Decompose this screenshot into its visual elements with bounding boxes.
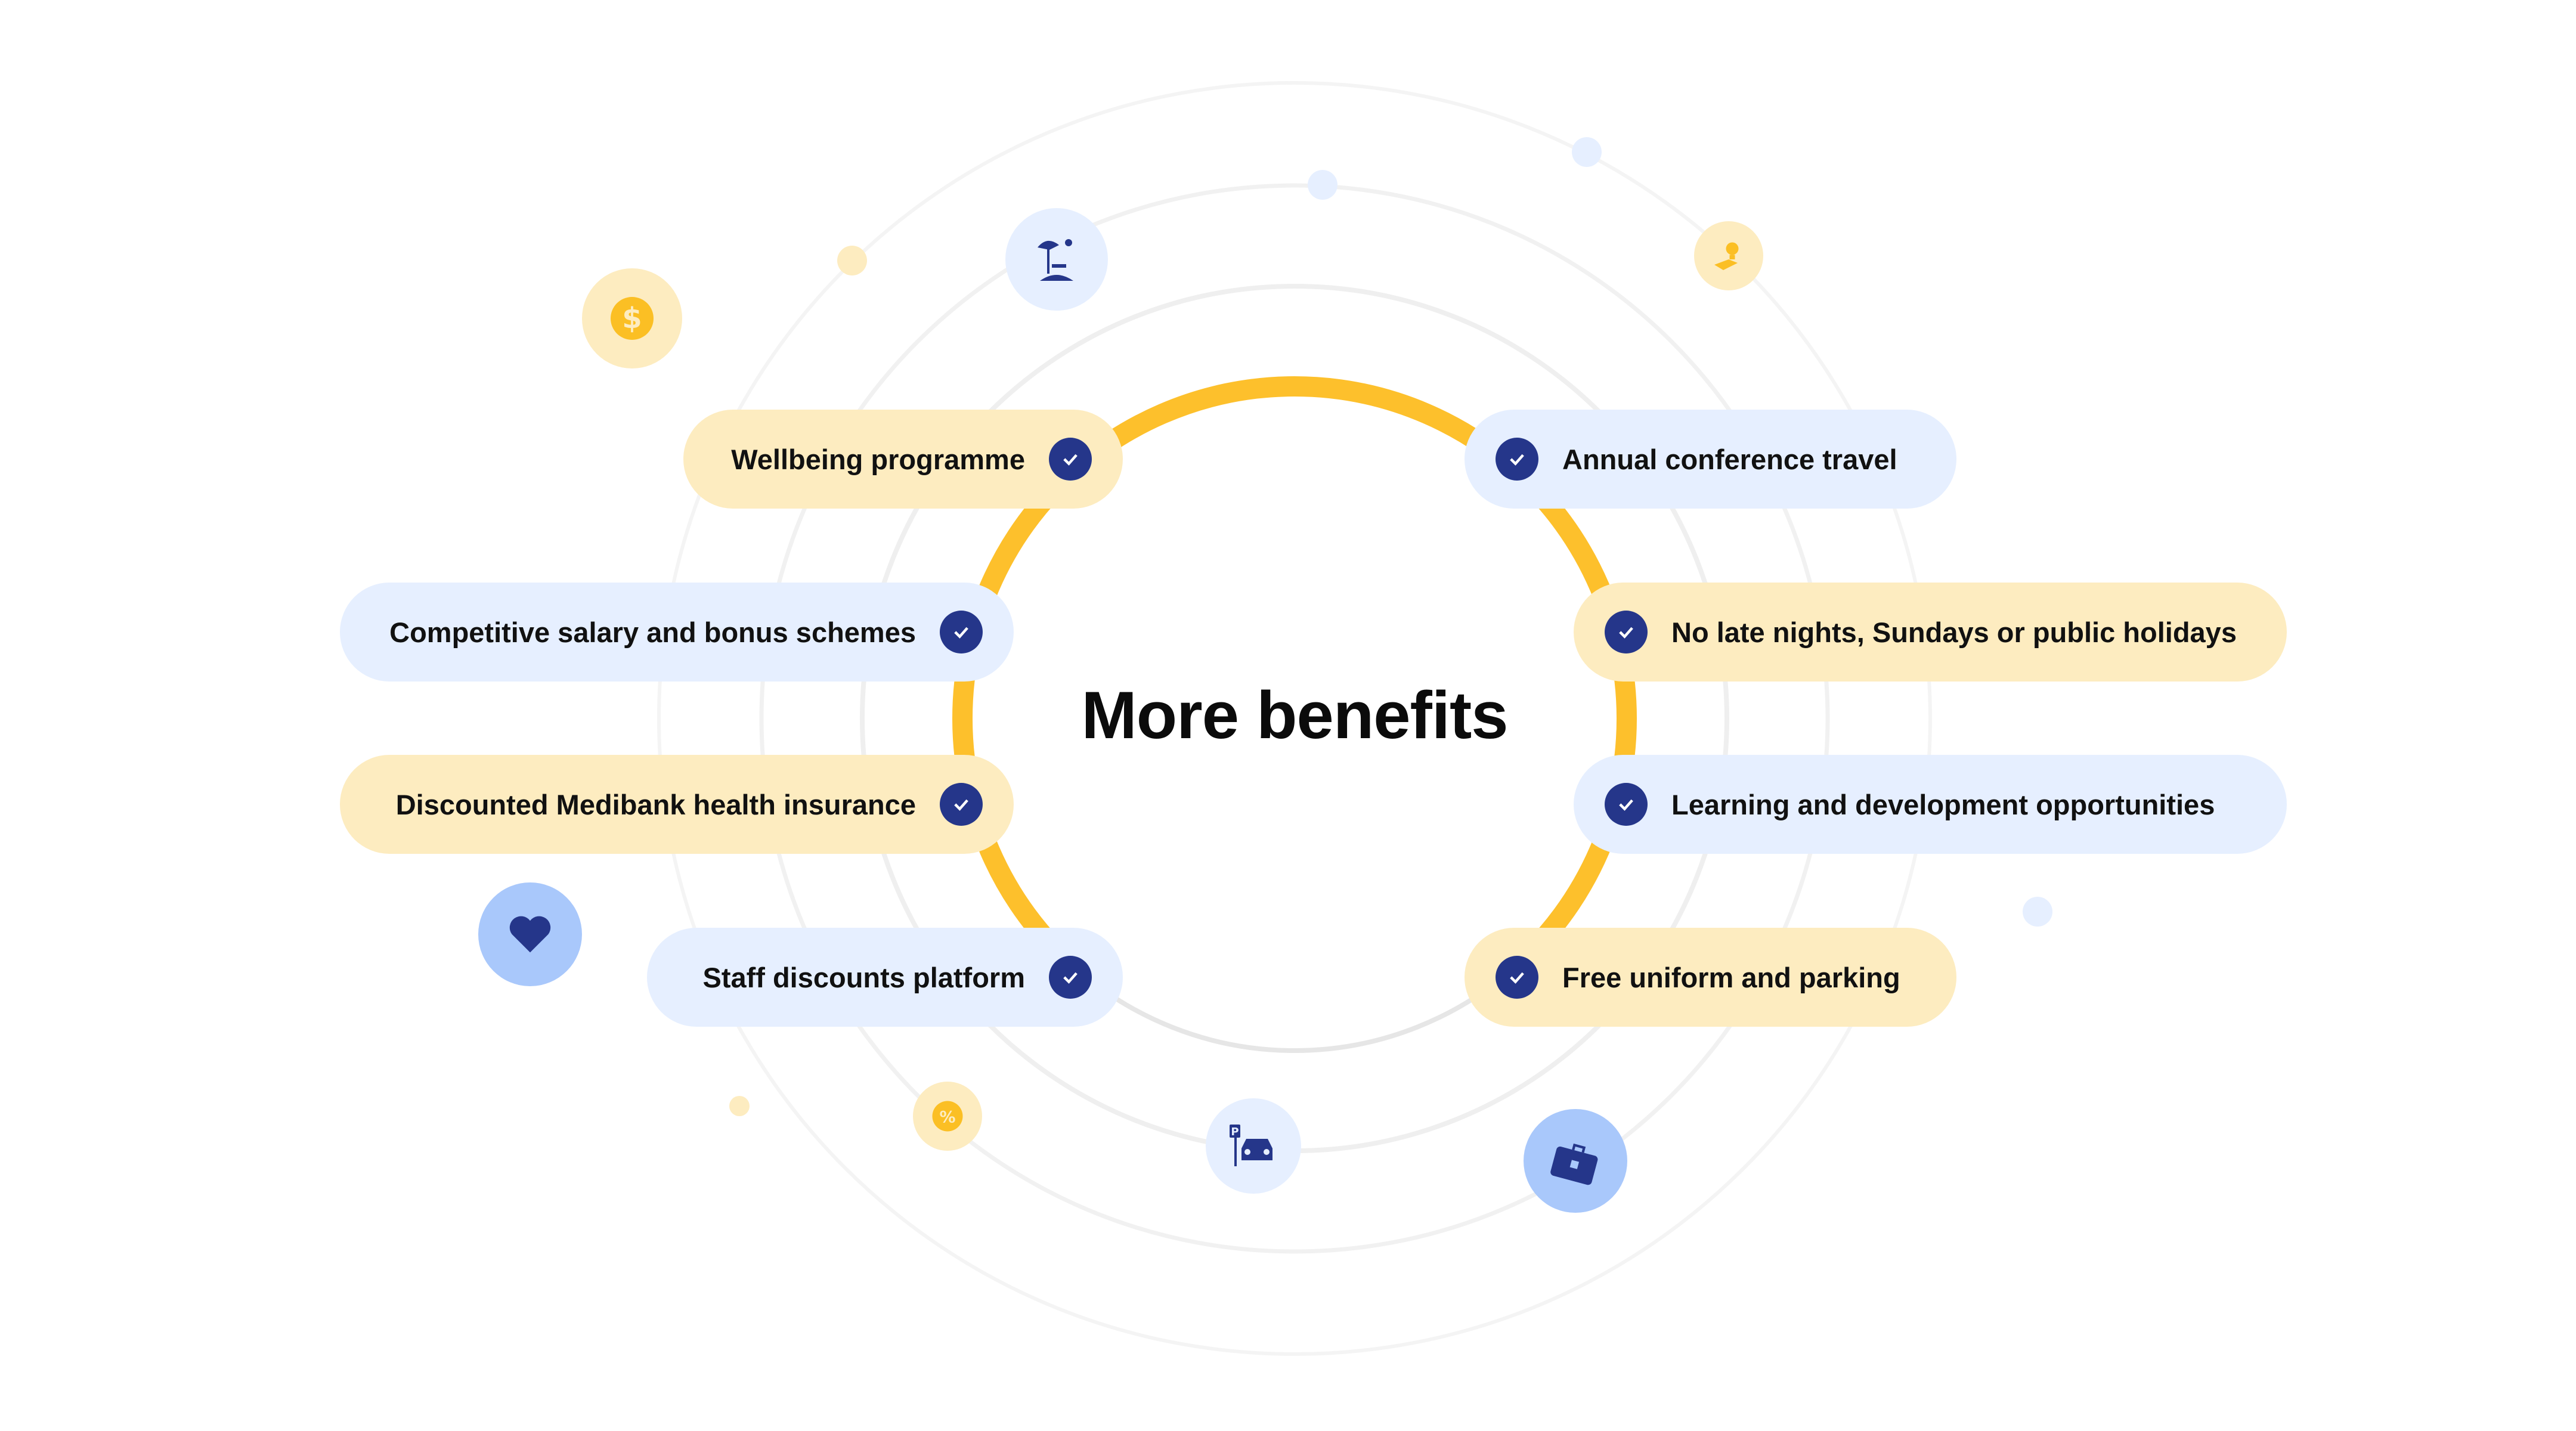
check-icon (1049, 438, 1092, 481)
benefit-label: No late nights, Sundays or public holida… (1671, 616, 2237, 648)
check-icon (1049, 956, 1092, 999)
benefit-pill-wellbeing: Wellbeing programme (683, 410, 1123, 509)
benefit-pill-learning: Learning and development opportunities (1574, 755, 2287, 854)
benefit-label: Annual conference travel (1562, 443, 1897, 475)
idea-icon (1694, 221, 1763, 290)
check-icon (1605, 611, 1648, 653)
decor-dot (1572, 137, 1602, 167)
benefit-pill-salary: Competitive salary and bonus schemes (340, 583, 1014, 682)
benefit-label: Staff discounts platform (702, 961, 1025, 993)
check-icon (940, 783, 983, 826)
briefcase-icon (1524, 1109, 1627, 1213)
benefit-label: Learning and development opportunities (1671, 788, 2215, 820)
benefit-label: Discounted Medibank health insurance (395, 788, 916, 820)
decor-dot (837, 246, 867, 275)
diagram-title: More benefits (1081, 678, 1508, 752)
benefit-pill-medibank: Discounted Medibank health insurance (340, 755, 1014, 854)
check-icon (940, 611, 983, 653)
benefit-label: Competitive salary and bonus schemes (389, 616, 916, 648)
svg-text:$: $ (622, 302, 642, 335)
orbit-ring-outer (657, 81, 1932, 1356)
parking-car-icon: P (1206, 1098, 1301, 1194)
check-icon (1496, 956, 1538, 999)
benefit-pill-no-late-nights: No late nights, Sundays or public holida… (1574, 583, 2287, 682)
benefit-label: Free uniform and parking (1562, 961, 1900, 993)
beach-umbrella-icon (1005, 208, 1108, 311)
check-icon (1496, 438, 1538, 481)
benefit-pill-uniform-parking: Free uniform and parking (1465, 928, 1956, 1027)
svg-text:%: % (939, 1108, 955, 1127)
decor-dot (729, 1096, 750, 1116)
benefit-pill-conference: Annual conference travel (1465, 410, 1956, 509)
benefit-label: Wellbeing programme (731, 443, 1025, 475)
decor-dot (1308, 170, 1337, 200)
svg-text:P: P (1231, 1126, 1239, 1138)
check-icon (1605, 783, 1648, 826)
dollar-icon: $ (582, 268, 682, 368)
heart-icon (478, 882, 582, 986)
benefit-pill-staff-discounts: Staff discounts platform (647, 928, 1123, 1027)
decor-dot (2023, 897, 2052, 927)
percent-badge-icon: % (913, 1082, 982, 1151)
orbit-ring-middle (759, 183, 1830, 1254)
